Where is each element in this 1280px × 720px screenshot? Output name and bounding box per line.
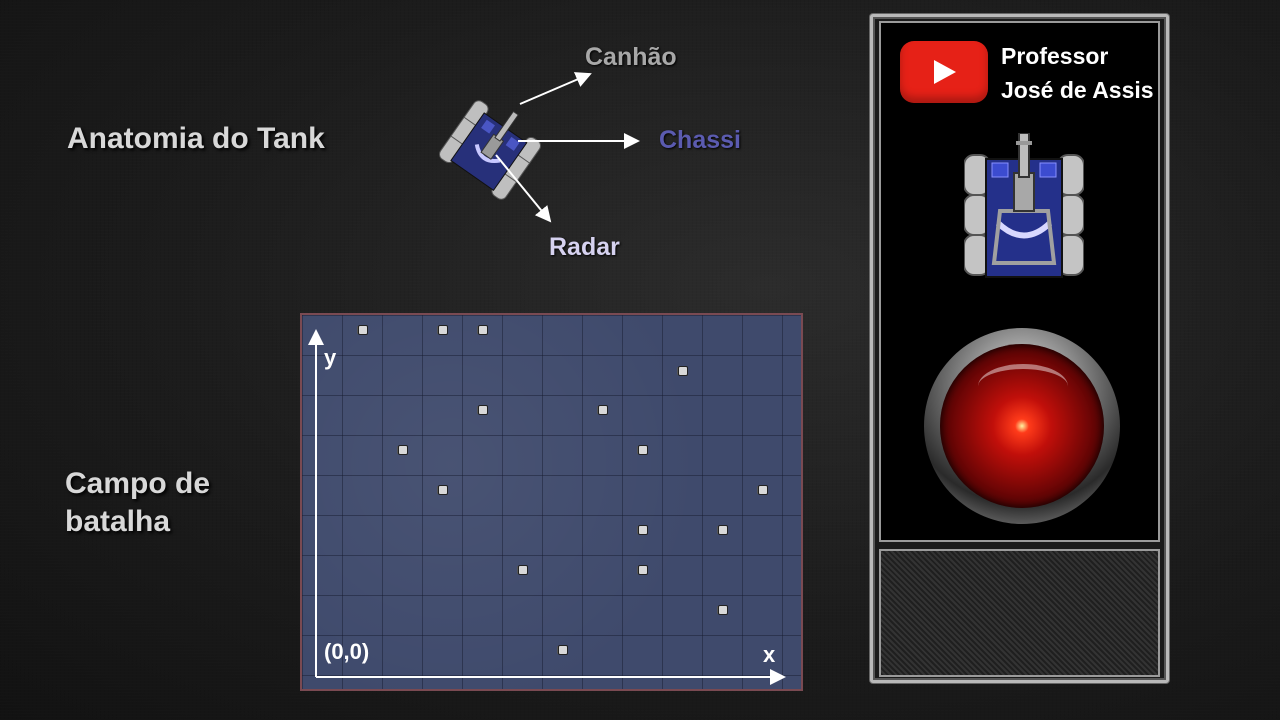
panel-screen: Professor José de Assis	[879, 21, 1160, 542]
chassis-label: Chassi	[659, 126, 741, 154]
mini-tank-icon	[479, 326, 487, 334]
mini-tank-icon	[599, 406, 607, 414]
hal-panel: Professor José de Assis	[870, 14, 1169, 683]
mini-tank-icon	[759, 486, 767, 494]
channel-name-line2: José de Assis	[1001, 77, 1154, 103]
channel-name-line1: Professor	[1001, 43, 1109, 69]
hal-9000-eye-icon	[924, 328, 1120, 524]
channel-name: Professor José de Assis	[1001, 39, 1166, 107]
cannon-label: Canhão	[585, 43, 677, 71]
mini-tank-icon	[639, 566, 647, 574]
coordinate-axes	[308, 329, 786, 685]
radar-label: Radar	[549, 233, 620, 261]
mini-tank-icon	[519, 566, 527, 574]
anatomy-title: Anatomia do Tank	[67, 122, 325, 155]
mini-tank-icon	[639, 446, 647, 454]
battlefield: y (0,0) x	[300, 313, 803, 691]
mini-tank-icon	[399, 446, 407, 454]
mini-tank-icon	[679, 367, 687, 375]
speaker-grille	[879, 549, 1160, 677]
x-axis-label: x	[763, 642, 776, 667]
battlefield-title: Campo de batalha	[65, 467, 211, 538]
youtube-play-icon[interactable]	[900, 41, 988, 103]
tank-diagram-icon	[439, 100, 541, 200]
mini-tank-icon	[559, 646, 567, 654]
y-axis-label: y	[324, 345, 337, 370]
mini-tank-icon	[439, 326, 447, 334]
mini-tank-icon	[719, 606, 727, 614]
origin-label: (0,0)	[324, 639, 370, 664]
mini-tank-icon	[639, 526, 647, 534]
mini-tank-icon	[439, 486, 447, 494]
mini-tank-icon	[719, 526, 727, 534]
mini-tank-icon	[479, 406, 487, 414]
tank-icon	[964, 133, 1084, 278]
mini-tank-icon	[359, 326, 367, 334]
